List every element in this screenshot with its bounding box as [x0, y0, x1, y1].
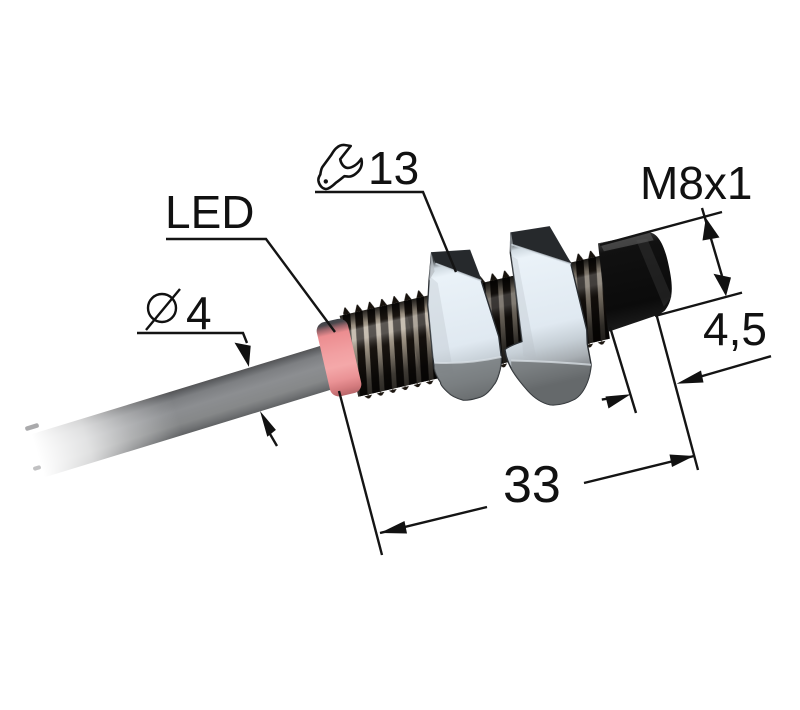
svg-text:4,5: 4,5	[703, 303, 767, 355]
svg-text:LED: LED	[165, 186, 254, 238]
svg-text:13: 13	[368, 142, 419, 194]
svg-text:33: 33	[503, 456, 561, 514]
svg-text:4: 4	[186, 287, 212, 339]
svg-text:M8x1: M8x1	[640, 157, 752, 209]
